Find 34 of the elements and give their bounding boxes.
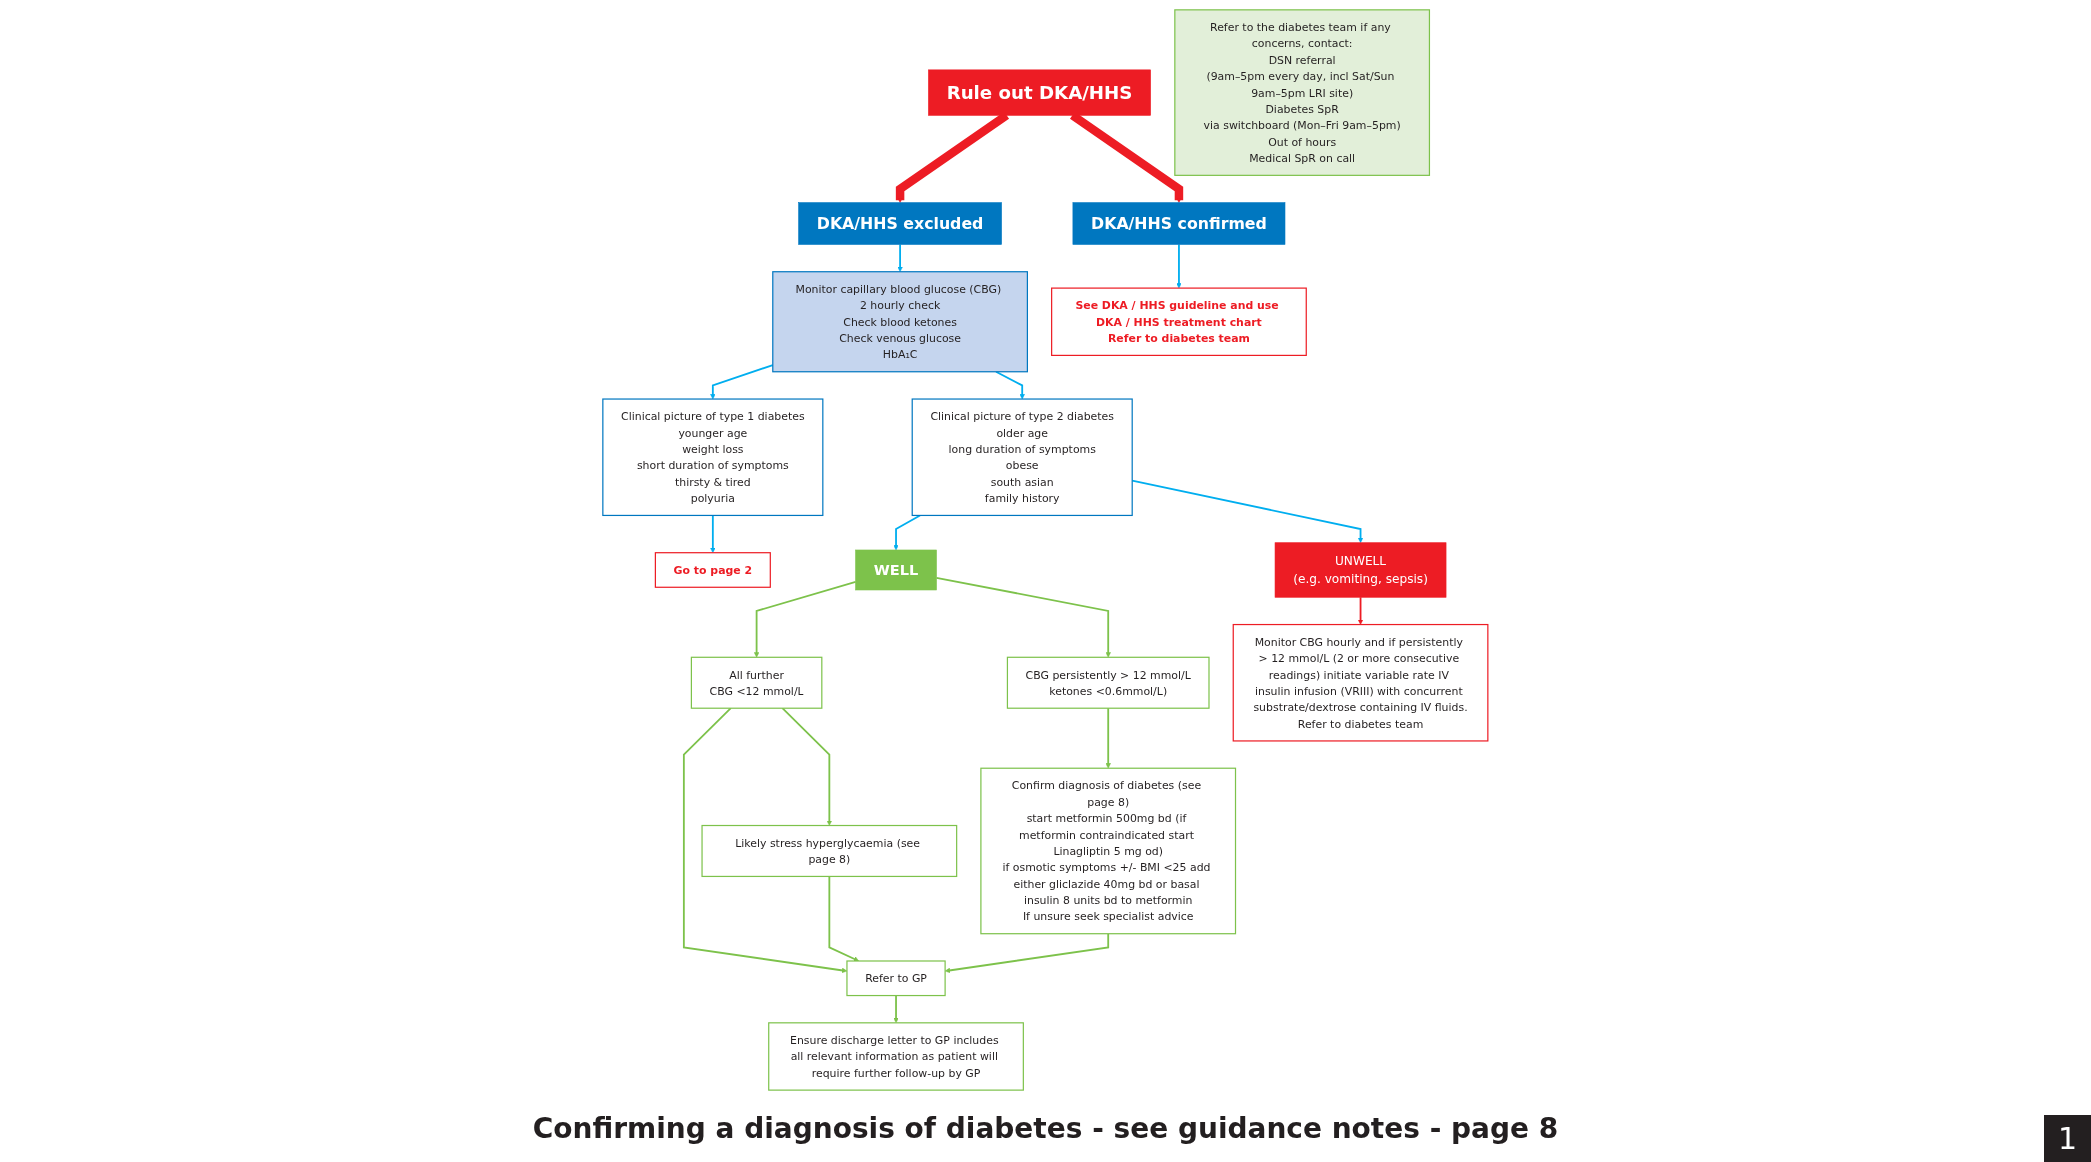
arrow bbox=[893, 994, 899, 1024]
node-box: All further CBG <12 mmol/L bbox=[690, 656, 823, 709]
arrow bbox=[897, 243, 903, 272]
arrow bbox=[935, 576, 1111, 658]
arrow bbox=[893, 514, 922, 551]
page-number: 1 bbox=[2043, 1115, 2091, 1162]
arrow bbox=[754, 580, 857, 658]
node-box: Clinical picture of type 1 diabetes younger age weight loss short duration of symptoms thirsty & tired polyuria bbox=[602, 398, 824, 517]
node-box: Likely stress hyperglycaemia (see page 8) bbox=[701, 824, 958, 878]
caption: Confirming a diagnosis of diabetes - see guidance notes - page 8 bbox=[532, 1112, 1559, 1145]
node-box: See DKA / HHS guideline and use DKA / HHS treatment chart Refer to diabetes team bbox=[1051, 287, 1307, 356]
node-box: Rule out DKA/HHS bbox=[928, 69, 1152, 116]
node-box: CBG persistently > 12 mmol/L ketones <0.6mmol/L) bbox=[1006, 656, 1210, 709]
node-box: Refer to the diabetes team if any concerns, contact: DSN referral (9am–5pm every day, incl Sat/Sun 9am–5pm LRI site) Diabetes SpR via switchboard (Mon–Fri 9am–5pm) Out of hours Medical SpR on call bbox=[1174, 9, 1431, 176]
arrow bbox=[828, 875, 860, 962]
arrow bbox=[1176, 243, 1182, 289]
node-box: DKA/HHS confirmed bbox=[1072, 202, 1286, 245]
node-box: Monitor capillary blood glucose (CBG) 2 hourly check Check blood ketones Check venous glucose HbA₁C bbox=[772, 271, 1029, 373]
node-box: Ensure discharge letter to GP includes all relevant information as patient will require further follow-up by GP bbox=[768, 1022, 1025, 1091]
node-box: Monitor CBG hourly and if persistently > 12 mmol/L (2 or more consecutive readings) initiate variable rate IV insulin infusion (VRIII) with concurrent substrate/dextrose containing IV fluids. Refer to diabetes team bbox=[1232, 623, 1489, 742]
arrow bbox=[995, 370, 1025, 400]
arrow bbox=[710, 514, 716, 553]
arrow bbox=[945, 932, 1110, 974]
node-box: WELL bbox=[855, 549, 937, 591]
arrow bbox=[1105, 707, 1111, 769]
node-box: UNWELL (e.g. vomiting, sepsis) bbox=[1274, 542, 1447, 598]
node-box: DKA/HHS excluded bbox=[798, 202, 1002, 245]
node-box: Refer to GP bbox=[846, 960, 946, 997]
node-box: Go to page 2 bbox=[654, 552, 772, 588]
arrow bbox=[683, 707, 848, 974]
arrow bbox=[1358, 596, 1364, 625]
node-box: Confirm diagnosis of diabetes (see page 8) start metformin 500mg bd (if metformin contraindicated start Linagliptin 5 mg od) if osmotic symptoms +/- BMI <25 add either gliclazide 40mg bd or basal insulin 8 units bd to metformin If unsure seek specialist advice bbox=[980, 767, 1237, 935]
node-box: Clinical picture of type 2 diabetes older age long duration of symptoms obese south asian family history bbox=[911, 398, 1133, 517]
arrow bbox=[781, 707, 833, 826]
